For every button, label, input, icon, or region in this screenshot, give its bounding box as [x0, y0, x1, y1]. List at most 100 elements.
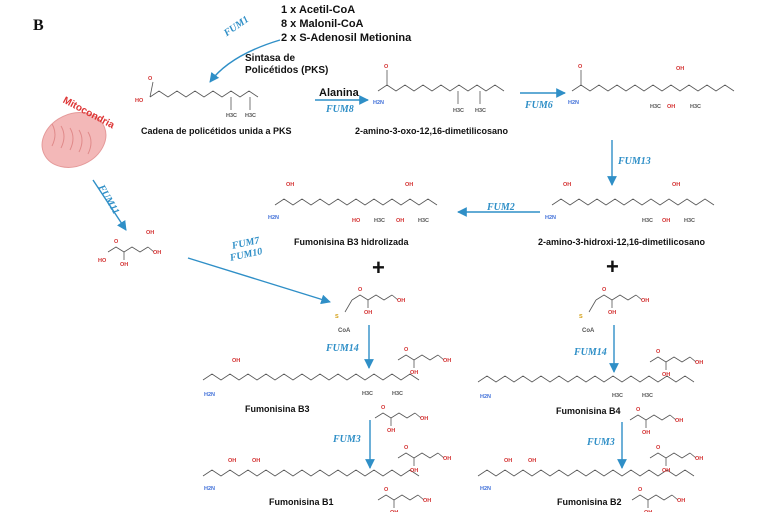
- b4-ester-2: [629, 414, 677, 428]
- coa-link-left: [344, 299, 353, 313]
- mitochondrion-icon: [41, 112, 107, 168]
- b4-nh2: H2N: [480, 394, 491, 400]
- pks-chain-backbone: [149, 90, 259, 98]
- tricarballyl-coa-left-oh2: OH: [364, 310, 372, 316]
- tricarballyl-coa-right-o: O: [602, 287, 607, 293]
- b3-ester-2: [374, 412, 422, 426]
- compound-fumonisin-b2: Fumonisina B2: [557, 497, 622, 507]
- b3-ester-2-oh2: OH: [387, 428, 395, 434]
- tricarballyl-coa-right-oh2: OH: [608, 310, 616, 316]
- b3-ester-1: [397, 354, 445, 368]
- tricarballyl-coa-left-oh: OH: [397, 298, 405, 304]
- tricarballylic-mito: [107, 246, 155, 260]
- b2-ester-1: [649, 452, 697, 466]
- b3-ch3-2: H3C: [392, 391, 403, 397]
- b2-ester-1-o: O: [656, 445, 661, 451]
- fum6-nh2: H2N: [568, 100, 579, 106]
- fum6-ch3-1: H3C: [650, 104, 661, 110]
- b1-ester-1: [397, 452, 445, 466]
- fum6-oh-2: OH: [667, 104, 675, 110]
- enzyme-fum14-right: FUM14: [574, 347, 607, 358]
- reaction-arrows: [92, 39, 627, 469]
- b1-ester-1-o: O: [404, 445, 409, 451]
- molecular-structures: [107, 70, 735, 508]
- arrow-fum1: [209, 39, 281, 83]
- fum6-oh-1: OH: [676, 66, 684, 72]
- b1-nh2: H2N: [204, 486, 215, 492]
- coa-left: CoA: [338, 328, 351, 334]
- b2-nh2: H2N: [480, 486, 491, 492]
- b4-ch3-1: H3C: [612, 393, 623, 399]
- plus-sign-right: +: [606, 254, 619, 279]
- b4-backbone: [477, 375, 695, 383]
- b3-ester-1-oh2: OH: [410, 370, 418, 376]
- tca-oh-top: OH: [146, 230, 154, 236]
- b2-ester-1-oh2: OH: [662, 468, 670, 474]
- tricarballyl-coa-left-o: O: [358, 287, 363, 293]
- substrate-sam: 2 x S-Adenosil Metionina: [281, 32, 412, 44]
- b1-ester-2-o: O: [384, 487, 389, 493]
- enzyme-fum13: FUM13: [618, 156, 651, 167]
- enzyme-fum14-left: FUM14: [326, 343, 359, 354]
- hidroxi-oh-1: OH: [563, 182, 571, 188]
- pks-ch3-1: H3C: [226, 113, 237, 119]
- enzyme-fum2: FUM2: [487, 202, 515, 213]
- hidroxi-ch3-2: H3C: [684, 218, 695, 224]
- coa-right: CoA: [582, 328, 595, 334]
- b2-oh-1: OH: [504, 458, 512, 464]
- hidroxi-ch3-1: H3C: [642, 218, 653, 224]
- b3h-oh-2: OH: [405, 182, 413, 188]
- enzyme-fum3-right: FUM3: [587, 437, 615, 448]
- s-right: S: [579, 314, 583, 320]
- tricarballylic-mito-oh2: OH: [120, 262, 128, 268]
- hidroxi-nh2: H2N: [545, 215, 556, 221]
- b3-ch3-1: H3C: [362, 391, 373, 397]
- b2-backbone: [477, 469, 695, 477]
- enzyme-fum6: FUM6: [525, 100, 553, 111]
- s-left: S: [335, 314, 339, 320]
- compound-b3-hydrolyzed: Fumonisina B3 hidrolizada: [294, 237, 409, 247]
- b4-ester-1-oh2: OH: [662, 372, 670, 378]
- b3-ester-1-o: O: [404, 347, 409, 353]
- pks-ch3-2: H3C: [245, 113, 256, 119]
- b3h-oh-3: OH: [396, 218, 404, 224]
- b4-ester-1-o: O: [656, 349, 661, 355]
- compound-pks-chain: Cadena de policétidos unida a PKS: [141, 126, 292, 136]
- b1-ester-1-oh: OH: [443, 456, 451, 462]
- compound-fumonisin-b1: Fumonisina B1: [269, 497, 334, 507]
- b2-ester-2: [631, 494, 679, 508]
- compound-oxo: 2-amino-3-oxo-12,16-dimetilicosano: [355, 126, 509, 136]
- b4-ester-2-oh2: OH: [642, 430, 650, 436]
- oxo-nh2: H2N: [373, 100, 384, 106]
- tricarballylic-mito-oh: OH: [153, 250, 161, 256]
- tricarballyl-coa-right: [595, 294, 643, 308]
- b1-ester-1-oh2: OH: [410, 468, 418, 474]
- plus-sign-left: +: [372, 255, 385, 280]
- b4-ch3-2: H3C: [642, 393, 653, 399]
- b2-ester-2-o: O: [638, 487, 643, 493]
- compound-fumonisin-b3: Fumonisina B3: [245, 404, 310, 414]
- b3-nh2: H2N: [204, 392, 215, 398]
- b4-ester-1: [649, 356, 697, 370]
- b2-ester-1-oh: OH: [695, 456, 703, 462]
- b3h-nh2: H2N: [268, 215, 279, 221]
- b3h-ch3-2: H3C: [418, 218, 429, 224]
- b1-ester-2-oh: OH: [423, 498, 431, 504]
- enzyme-fum8: FUM8: [326, 104, 354, 115]
- pks-enzyme-label: Sintasa de Policétidos (PKS): [245, 53, 329, 76]
- b4-ester-1-oh: OH: [695, 360, 703, 366]
- b3-ester-2-oh: OH: [420, 416, 428, 422]
- panel-label: B: [33, 17, 44, 34]
- fum6-ch3-2: H3C: [690, 104, 701, 110]
- tricarballylic-mito-o: O: [114, 239, 119, 245]
- b1-ester-2-oh2: OH: [390, 510, 398, 512]
- b3-ester-2-o: O: [381, 405, 386, 411]
- pks-o: O: [148, 76, 153, 82]
- oxo-backbone: [377, 84, 505, 92]
- b4-ester-2-oh: OH: [675, 418, 683, 424]
- b1-oh-1: OH: [228, 458, 236, 464]
- b3-oh: OH: [232, 358, 240, 364]
- oxo-o: O: [384, 64, 389, 70]
